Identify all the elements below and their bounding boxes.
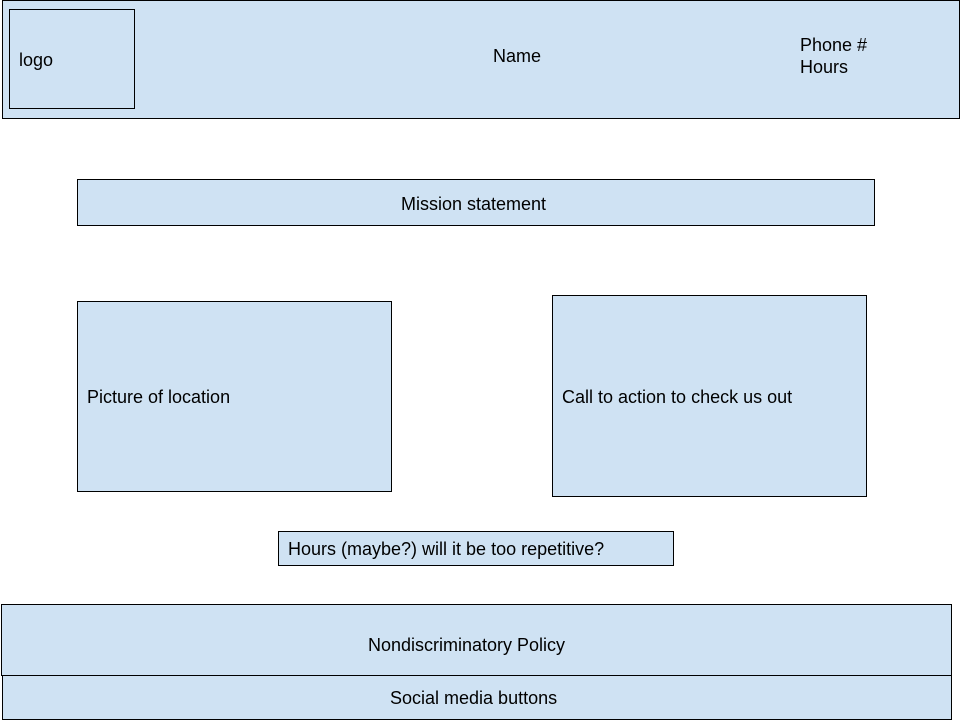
mission-statement-box: Mission statement: [77, 179, 875, 226]
phone-label: Phone #: [800, 35, 868, 55]
policy-label: Nondiscriminatory Policy: [368, 635, 566, 655]
header-bar: logo Name Phone # Hours: [2, 0, 960, 119]
social-media-label: Social media buttons: [390, 688, 558, 708]
hours-note-label: Hours (maybe?) will it be too repetitive…: [288, 539, 605, 559]
social-footer-box: Social media buttons: [2, 675, 952, 720]
name-label: Name: [493, 46, 542, 66]
hours-note-box: Hours (maybe?) will it be too repetitive…: [278, 531, 674, 566]
location-picture-label: Picture of location: [87, 387, 231, 407]
call-to-action-box: Call to action to check us out: [552, 295, 867, 497]
hours-label: Hours: [800, 57, 849, 77]
logo-label: logo: [19, 50, 54, 70]
call-to-action-label: Call to action to check us out: [562, 387, 793, 407]
mission-statement-label: Mission statement: [401, 194, 547, 214]
location-picture-box: Picture of location: [77, 301, 392, 492]
logo-placeholder: logo: [9, 9, 135, 109]
policy-footer-box: Nondiscriminatory Policy: [1, 604, 952, 676]
